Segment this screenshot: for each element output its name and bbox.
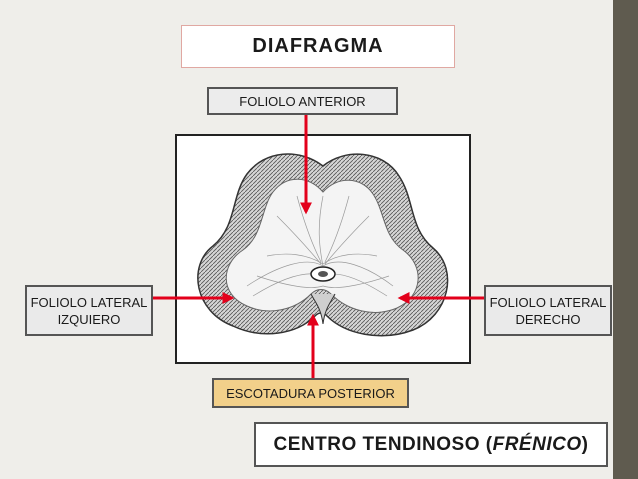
label-foliolo-anterior: FOLIOLO ANTERIOR (207, 87, 398, 115)
diaphragm-illustration-frame (175, 134, 471, 364)
caption-italic: FRÉNICO (492, 433, 582, 455)
caption-suffix: ) (581, 433, 589, 455)
posterior-notch (310, 293, 336, 325)
caption-centro-tendinoso: CENTRO TENDINOSO (FRÉNICO) (254, 422, 608, 467)
central-tendon (225, 178, 419, 313)
label-foliolo-lateral-izquierdo: FOLIOLO LATERAL IZQUIERO (25, 285, 153, 336)
label-foliolo-lateral-derecho: FOLIOLO LATERAL DERECHO (484, 285, 612, 336)
label-escotadura-posterior: ESCOTADURA POSTERIOR (212, 378, 409, 408)
caval-opening-center (318, 271, 328, 277)
decorative-side-bar (613, 0, 638, 479)
slide-title: DIAFRAGMA (181, 25, 455, 68)
diaphragm-illustration (197, 153, 449, 337)
caption-prefix: CENTRO TENDINOSO ( (273, 433, 493, 455)
